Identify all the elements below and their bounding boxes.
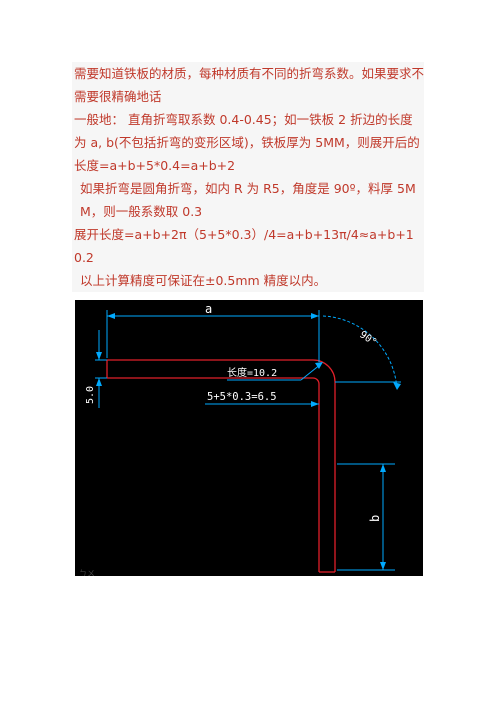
dimensions [95, 310, 401, 571]
arrow-angle [393, 382, 401, 390]
label-length: 长度=10.2 [227, 366, 277, 379]
paragraph-formula: 展开长度=a+b+2π（5+5*0.3）/4=a+b+13π/4≈a+b+10.… [74, 227, 414, 265]
bend-drawing: a 5.0 90° 长度=10.2 5+5*0.3=6.5 b ㄅㄨ [75, 300, 423, 576]
paragraph-right-angle: 一般地： 直角折弯取系数 0.4-0.45；如一铁板 2 折边的长度为 a, b… [74, 112, 420, 173]
label-b: b [368, 515, 382, 522]
label-corner: ㄅㄨ [79, 569, 95, 576]
label-formula: 5+5*0.3=6.5 [207, 391, 277, 403]
arrow-t-bottom [96, 378, 102, 386]
dim-angle-arc [322, 315, 398, 391]
part-inner-edge [107, 377, 320, 572]
arrow-a-right [311, 313, 319, 319]
arrow-t-top [96, 352, 102, 360]
paragraph-material: 需要知道铁板的材质，每种材质有不同的折弯系数。如果要求不需要很精确地话 [74, 66, 425, 104]
paragraph-precision: 以上计算精度可保证在±0.5mm 精度以内。 [80, 273, 327, 288]
label-angle: 90° [357, 329, 378, 348]
bend-drawing-svg: a 5.0 90° 长度=10.2 5+5*0.3=6.5 b ㄅㄨ [79, 302, 401, 576]
part-outline [106, 359, 336, 573]
arrowheads [96, 313, 401, 570]
label-a: a [205, 302, 212, 316]
arrow-length [315, 362, 323, 369]
arrow-b-bottom [380, 562, 386, 570]
part-outer-edge [107, 359, 336, 572]
paragraph-round-bend: 如果折弯是圆角折弯，如内 R 为 R5，角度是 90º，料厚 5MM，则一般系数… [80, 181, 416, 219]
label-thickness: 5.0 [85, 386, 96, 404]
arrow-b-top [380, 464, 386, 472]
arrow-formula [311, 401, 319, 407]
explanation-text: 需要知道铁板的材质，每种材质有不同的折弯系数。如果要求不需要很精确地话 一般地：… [72, 62, 424, 292]
arrow-a-left [107, 313, 115, 319]
